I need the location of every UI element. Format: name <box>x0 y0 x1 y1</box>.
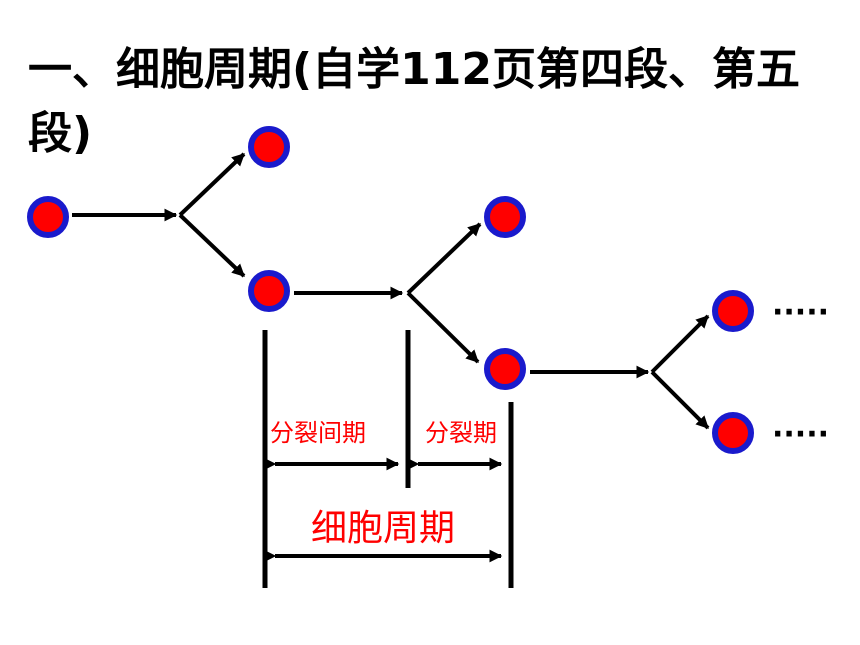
arrow-g2-down <box>650 370 710 430</box>
cell-gen2-bottom <box>484 348 526 390</box>
continuation-dots-top: ····· <box>772 295 829 330</box>
arrow-g0-down <box>178 213 246 278</box>
cell-gen1-top <box>248 126 290 168</box>
label-cell-cycle: 细胞周期 <box>311 508 455 549</box>
cell-gen3-bottom <box>712 412 754 454</box>
label-division-phase: 分裂期 <box>425 419 497 447</box>
cell-gen1-bottom <box>248 270 290 312</box>
cell-gen2-top <box>484 196 526 238</box>
continuation-dots-bottom: ····· <box>772 417 829 452</box>
arrow-g0-up <box>178 152 246 217</box>
arrow-g1-down <box>406 291 480 364</box>
arrow-g2-up <box>650 314 710 374</box>
page-title: 一、细胞周期(自学112页第四段、第五段) <box>28 44 800 159</box>
arrow-g1-up <box>406 222 482 295</box>
label-interphase: 分裂间期 <box>270 419 366 447</box>
cell-parent <box>27 196 69 238</box>
phase-markers <box>262 330 514 588</box>
cells <box>27 126 754 454</box>
span-arrows <box>263 457 503 563</box>
cell-gen3-top <box>712 290 754 332</box>
lineage-arrows <box>72 152 710 430</box>
